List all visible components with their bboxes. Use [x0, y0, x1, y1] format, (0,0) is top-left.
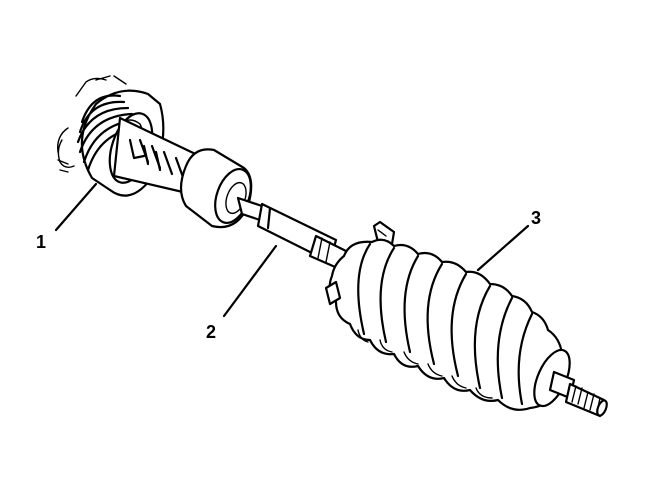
callout-3-label: 3: [531, 208, 541, 228]
threaded-stud: [548, 370, 608, 418]
inner-tie-rod-shaft: [236, 196, 350, 272]
callout-3-leader: [476, 224, 530, 272]
steering-boot: [324, 220, 571, 411]
callout-1-leader: [54, 182, 98, 232]
callout-2-label: 2: [206, 322, 216, 342]
callout-1-label: 1: [36, 232, 46, 252]
callout-2-leader: [222, 244, 278, 318]
